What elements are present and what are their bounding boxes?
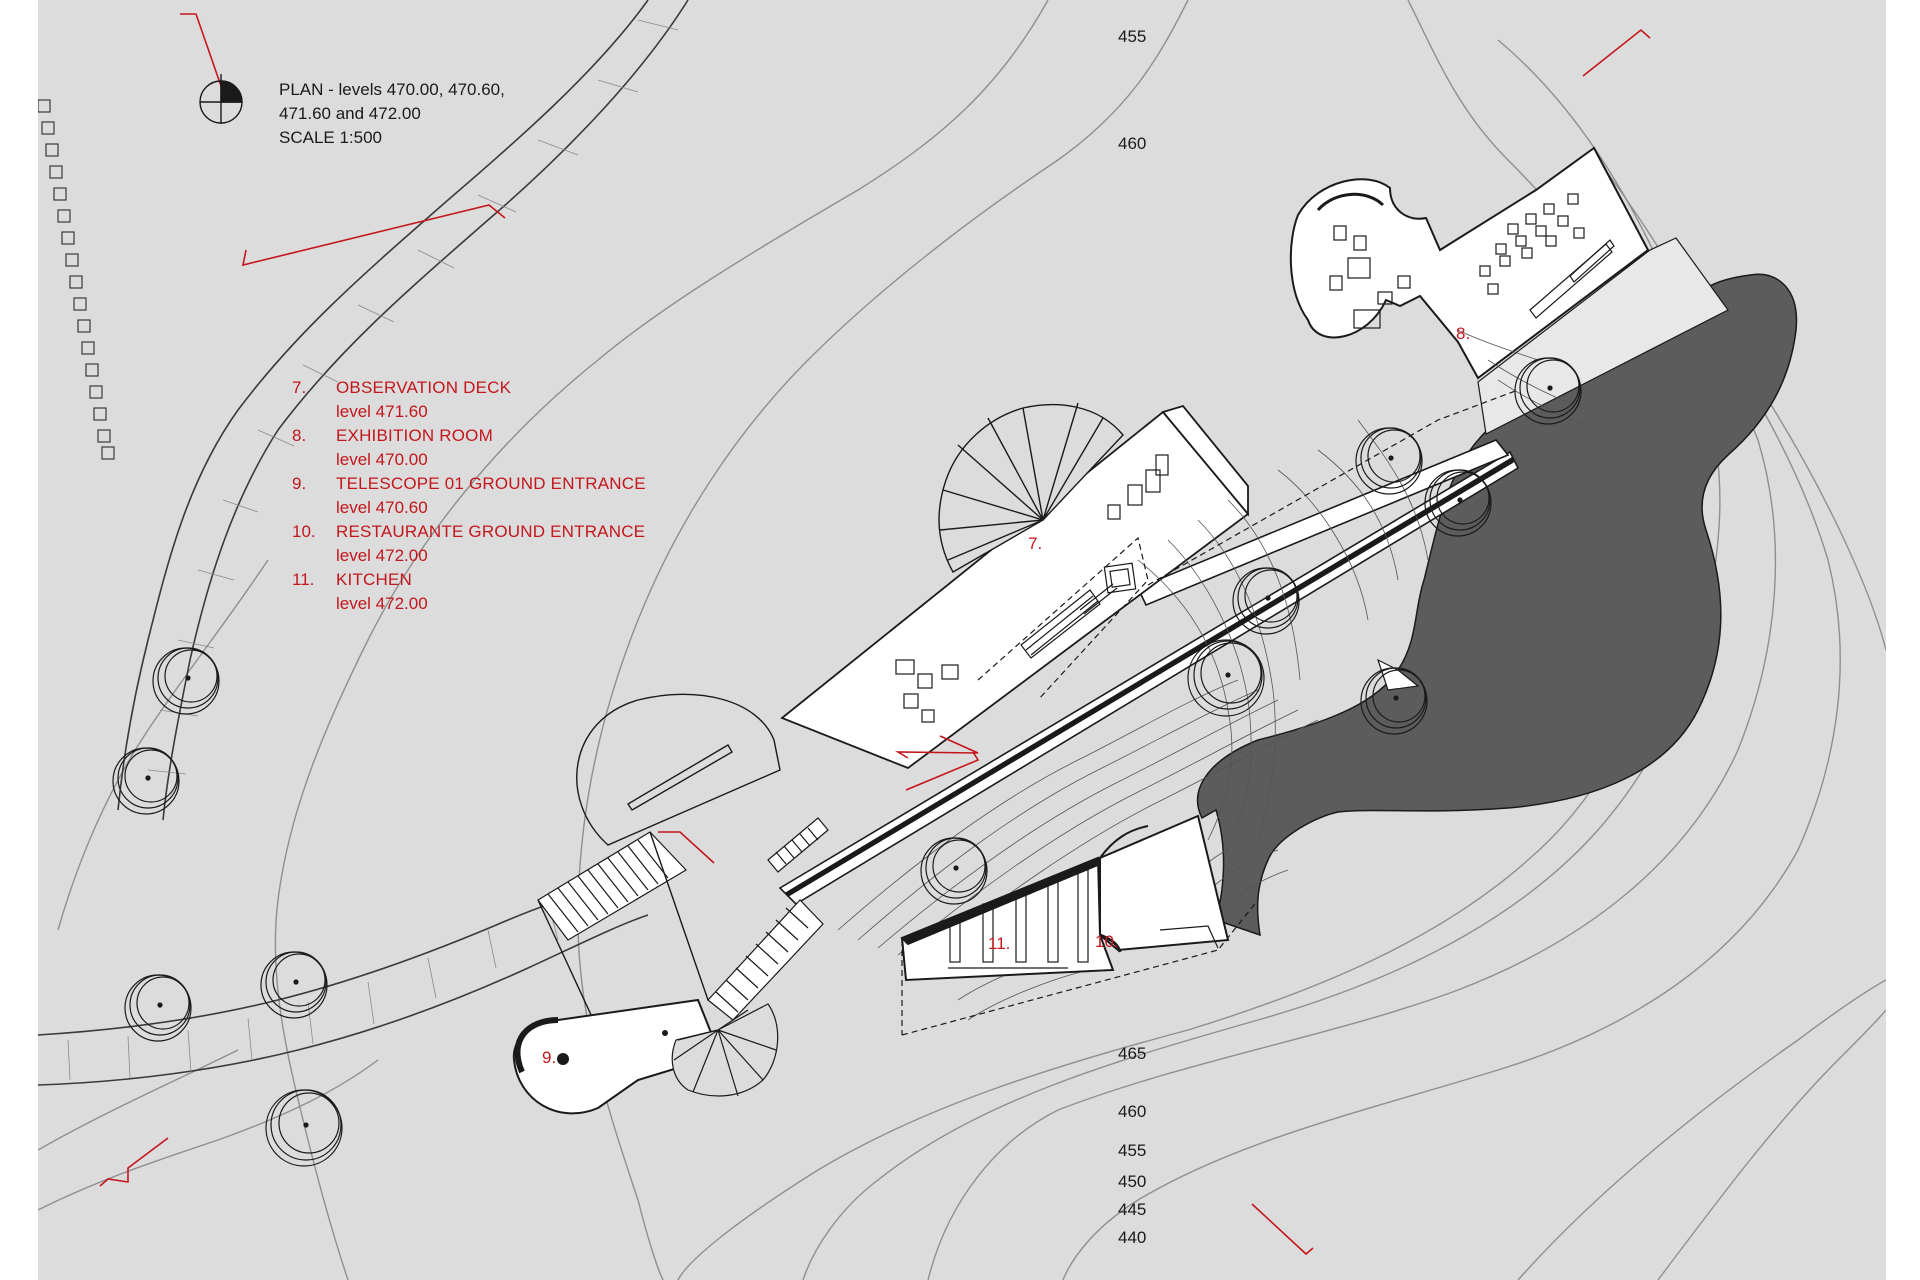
contour-elevation-label: 460 <box>1118 1102 1147 1121</box>
contour-elevation-label: 455 <box>1118 27 1147 46</box>
exhibition-glass-wall <box>1477 237 1729 435</box>
section-markers <box>99 13 1651 1256</box>
water-edge-detail <box>1376 658 1420 691</box>
contour-elevation-label: 465 <box>1118 1044 1147 1063</box>
legend-level: level 471.60 <box>336 402 428 421</box>
legend-level: level 472.00 <box>336 546 428 565</box>
room-tag-restaurant-entrance: 10. <box>1095 932 1119 951</box>
site-plan-sheet: PLAN - levels 470.00, 470.60, 471.60 and… <box>38 0 1886 1280</box>
room-tag-observation-deck: 7. <box>1028 534 1043 553</box>
legend-number: 8. <box>292 426 307 445</box>
path-to-telescope <box>537 831 709 1031</box>
site-plan-drawing <box>38 0 1886 1280</box>
contour-elevation-label: 460 <box>1118 134 1147 153</box>
restaurant-entrance <box>1099 814 1230 953</box>
plan-title-line1: PLAN - levels 470.00, 470.60, <box>279 80 505 99</box>
exhibition-room-displays <box>1329 193 1615 329</box>
exhibition-room <box>1289 146 1650 380</box>
contour-elevation-label: 450 <box>1118 1172 1147 1191</box>
north-arrow-icon <box>199 74 243 124</box>
contour-elevation-label: 440 <box>1118 1228 1147 1247</box>
spiral-stair-deck <box>938 402 1124 573</box>
legend-name: KITCHEN <box>336 570 413 589</box>
telescope-column <box>662 1030 668 1036</box>
legend-name: RESTAURANTE GROUND ENTRANCE <box>336 522 646 541</box>
legend-name: OBSERVATION DECK <box>336 378 512 397</box>
contour-elevation-label: 445 <box>1118 1200 1147 1219</box>
spiral-stair-telescope <box>671 1003 779 1097</box>
legend-number: 7. <box>292 378 307 397</box>
plan-title-line2: 471.60 and 472.00 <box>279 104 421 123</box>
legend-name: TELESCOPE 01 GROUND ENTRANCE <box>336 474 646 493</box>
telescope-pillar <box>557 1053 569 1065</box>
stair-flight-upper <box>537 831 687 941</box>
stair-flight-lower <box>707 899 824 1021</box>
legend-level: level 470.60 <box>336 498 428 517</box>
room-tag-kitchen: 11. <box>988 934 1011 953</box>
restaurant-counter <box>1159 925 1219 949</box>
legend-number: 11. <box>292 570 315 589</box>
telescope-building <box>512 998 722 1115</box>
room-tag-exhibition-room: 8. <box>1456 324 1471 343</box>
kitchen-fittings <box>948 869 1089 969</box>
legend-number: 10. <box>292 522 316 541</box>
half-round-court <box>576 693 781 846</box>
legend-level: level 470.00 <box>336 450 428 469</box>
observation-deck-fixtures <box>895 454 1169 723</box>
water-reservoir <box>1197 273 1798 937</box>
trees <box>112 357 1582 1167</box>
contour-elevation-label: 455 <box>1118 1141 1147 1160</box>
dashed-boundary <box>901 389 1519 1036</box>
legend-number: 9. <box>292 474 307 493</box>
room-tag-telescope-entrance: 9. <box>542 1048 557 1067</box>
parking-bays <box>38 99 115 460</box>
legend-level: level 472.00 <box>336 594 428 613</box>
plan-scale: SCALE 1:500 <box>279 128 383 147</box>
stair-flight-right <box>767 817 829 873</box>
legend-name: EXHIBITION ROOM <box>336 426 493 445</box>
